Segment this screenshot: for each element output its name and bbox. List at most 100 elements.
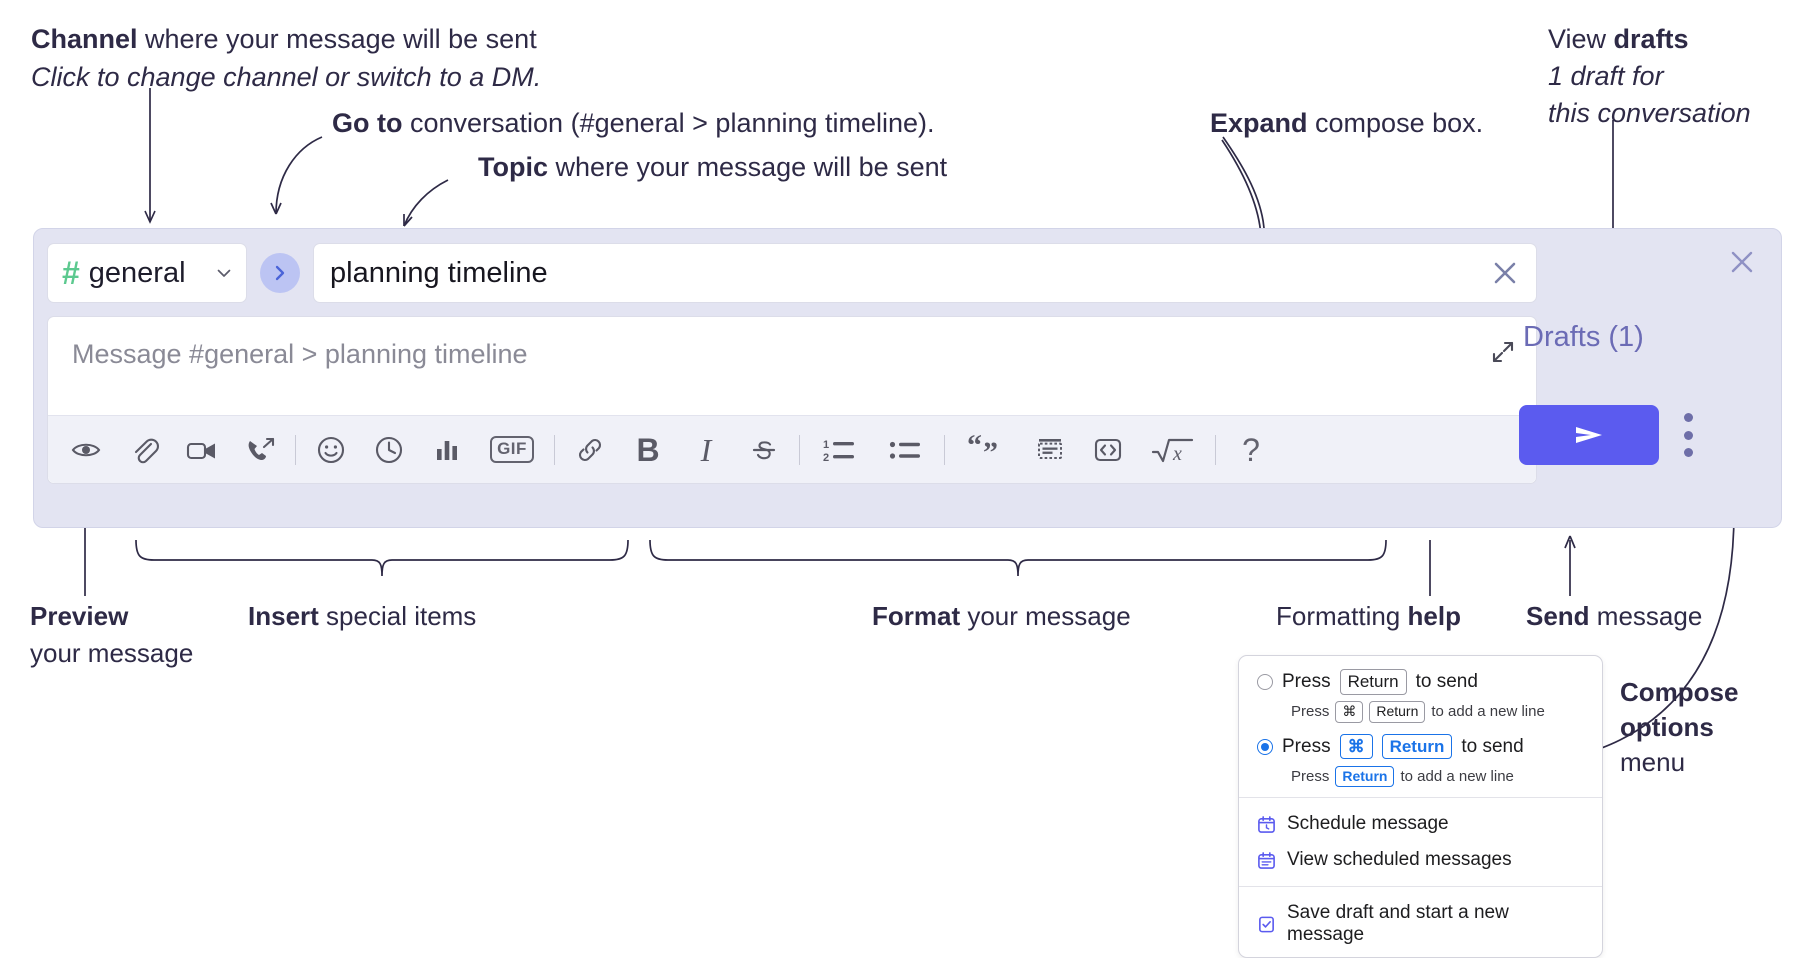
toolbar-divider <box>554 434 555 465</box>
kebab-dot <box>1683 448 1693 457</box>
annotation-format: Format your message <box>872 600 1131 633</box>
goto-conversation-button[interactable] <box>260 253 300 293</box>
toolbar-divider <box>1215 434 1216 465</box>
channel-selector[interactable]: # general <box>47 243 247 303</box>
svg-text:2: 2 <box>823 452 829 464</box>
svg-text:“: “ <box>967 435 982 462</box>
toolbar-divider <box>799 434 800 465</box>
compose-header-row: # general planning timeline <box>47 242 1537 304</box>
message-input-area[interactable]: Message #general > planning timeline <box>47 316 1537 484</box>
calendar-list-icon <box>1257 851 1276 870</box>
sub-pre-text: Press <box>1291 703 1330 721</box>
key-command: ⌘ <box>1339 733 1373 760</box>
menu-divider <box>1239 886 1602 887</box>
annotation-compose-options-strong1: Compose <box>1620 677 1739 707</box>
annotation-drafts-line2: 1 draft for <box>1548 61 1664 92</box>
option-post-text: to send <box>1415 671 1478 692</box>
send-button[interactable] <box>1519 405 1659 465</box>
radio-unselected-icon[interactable] <box>1257 674 1273 690</box>
annotation-drafts-strong: drafts <box>1613 24 1689 54</box>
menu-item-schedule-message[interactable]: Schedule message <box>1239 806 1602 842</box>
message-input-placeholder: Message #general > planning timeline <box>72 339 528 369</box>
annotation-preview-strong: Preview <box>30 601 129 631</box>
close-icon[interactable] <box>1727 247 1757 277</box>
key-command: ⌘ <box>1335 701 1364 723</box>
audio-clip-button[interactable] <box>238 428 282 472</box>
annotation-send-rest: message <box>1589 601 1703 631</box>
blockquote-button[interactable]: “ ” <box>958 428 1014 472</box>
annotation-channel-italic: Click to change channel or switch to a D… <box>31 62 542 93</box>
option-pre-text: Press <box>1282 671 1331 692</box>
italic-i-icon: I <box>700 431 712 468</box>
annotation-channel-strong: Channel <box>31 24 138 54</box>
chevron-down-icon <box>216 265 232 281</box>
code-block-button[interactable] <box>1028 428 1072 472</box>
annotation-expand-strong: Expand <box>1210 108 1308 138</box>
annotation-preview: Preview your message <box>30 600 193 670</box>
reminder-button[interactable] <box>367 428 411 472</box>
send-option-return-main: Press Return to send <box>1257 668 1602 696</box>
document-check-icon <box>1257 915 1276 934</box>
ordered-list-button[interactable]: 1 2 <box>813 428 865 472</box>
menu-item-label: Schedule message <box>1287 813 1449 834</box>
italic-button[interactable]: I <box>684 428 728 472</box>
math-button[interactable]: x <box>1144 428 1202 472</box>
option-pre-text: Press <box>1282 735 1331 757</box>
svg-text:”: ” <box>983 436 998 465</box>
attach-file-button[interactable] <box>122 428 166 472</box>
toolbar-divider <box>944 434 945 465</box>
annotation-expand-rest: compose box. <box>1307 108 1484 138</box>
formatting-toolbar: GIF B I <box>48 415 1536 483</box>
gif-button[interactable]: GIF <box>483 428 541 472</box>
annotation-insert: Insert special items <box>248 600 476 633</box>
key-return: Return <box>1335 765 1395 787</box>
annotation-drafts-line3: this conversation <box>1548 98 1751 129</box>
compose-options-button[interactable] <box>1683 413 1693 457</box>
annotation-compose-options: Compose options menu <box>1620 676 1738 778</box>
drafts-link[interactable]: Drafts (1) <box>1523 321 1644 353</box>
inline-code-button[interactable] <box>1086 428 1130 472</box>
annotation-help: Formatting help <box>1276 600 1461 633</box>
annotation-insert-rest: special items <box>318 601 477 631</box>
bulleted-list-button[interactable] <box>879 428 931 472</box>
emoji-button[interactable] <box>309 428 353 472</box>
question-mark-icon: ? <box>1242 431 1260 468</box>
send-option-return[interactable]: Press Return to send Press ⌘ Return to a… <box>1239 668 1602 723</box>
svg-text:x: x <box>1172 443 1182 465</box>
preview-message-button[interactable] <box>64 428 108 472</box>
annotation-send-strong: Send <box>1526 601 1590 631</box>
compose-options-menu: Press Return to send Press ⌘ Return to a… <box>1238 655 1603 958</box>
close-x-icon[interactable] <box>1490 258 1520 288</box>
sub-pre-text: Press <box>1291 767 1330 785</box>
annotation-compose-options-rest: menu <box>1620 746 1686 777</box>
toolbar-divider <box>295 434 296 465</box>
channel-name-label: general <box>88 256 186 289</box>
menu-item-label: Save draft and start a new message <box>1287 902 1509 945</box>
video-clip-button[interactable] <box>180 428 224 472</box>
annotation-goto-strong: Go to <box>332 108 403 138</box>
compose-box: # general planning timeline <box>33 228 1782 528</box>
annotation-format-strong: Format <box>872 601 961 631</box>
expand-diagonal-icon[interactable] <box>1490 339 1516 365</box>
annotation-goto-rest: conversation (#general > planning timeli… <box>402 108 935 138</box>
send-option-cmd-return[interactable]: Press ⌘ Return to send Press Return to a… <box>1239 733 1602 787</box>
menu-item-view-scheduled[interactable]: View scheduled messages <box>1239 842 1602 878</box>
link-button[interactable] <box>568 428 612 472</box>
gif-label: GIF <box>490 436 534 463</box>
menu-item-label: View scheduled messages <box>1287 849 1512 870</box>
bold-button[interactable]: B <box>626 428 670 472</box>
bold-b-icon: B <box>636 431 660 468</box>
strikethrough-button[interactable] <box>742 428 786 472</box>
poll-button[interactable] <box>425 428 469 472</box>
annotation-expand: Expand compose box. <box>1210 106 1483 140</box>
menu-item-save-draft[interactable]: Save draft and start a new message <box>1239 895 1602 953</box>
formatting-help-button[interactable]: ? <box>1229 428 1273 472</box>
calendar-clock-icon <box>1257 815 1276 834</box>
sub-post-text: to add a new line <box>1431 703 1545 721</box>
topic-input[interactable]: planning timeline <box>313 243 1537 303</box>
annotation-send: Send message <box>1526 600 1702 633</box>
radio-selected-icon[interactable] <box>1257 738 1273 755</box>
topic-value: planning timeline <box>330 256 548 289</box>
annotation-help-strong: help <box>1407 601 1461 631</box>
